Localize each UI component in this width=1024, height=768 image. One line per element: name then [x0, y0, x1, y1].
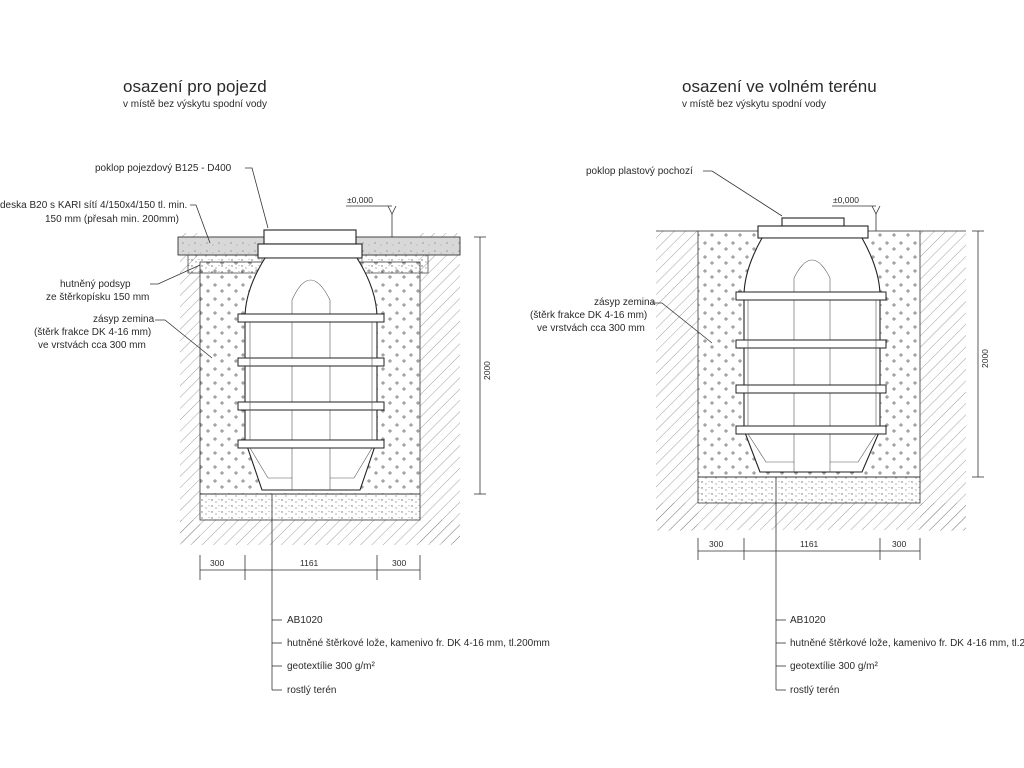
right-drawing: osazení ve volném terénu v místě bez výs…	[530, 77, 1024, 696]
left-gravel-bed	[199, 493, 421, 521]
left-callout-sub-2: ze štěrkopísku 150 mm	[46, 292, 149, 303]
left-callout-fill-2: (štěrk frakce DK 4-16 mm)	[34, 327, 151, 338]
right-callout-lid: poklop plastový pochozí	[586, 166, 693, 177]
right-level-text: ±0,000	[833, 195, 859, 205]
right-height-dim: 2000	[980, 349, 990, 368]
right-callout-fill-1: zásyp zemina	[594, 297, 656, 308]
left-legend-4: rostlý terén	[287, 685, 336, 696]
right-subtitle: v místě bez výskytu spodní vody	[682, 99, 826, 110]
right-callout-fill-2: (štěrk frakce DK 4-16 mm)	[530, 310, 647, 321]
right-gravel-bed	[697, 476, 921, 504]
left-legend-1: AB1020	[287, 615, 323, 626]
right-trench-wall-right	[920, 231, 966, 531]
left-height-dim: 2000	[482, 361, 492, 380]
right-callout-fill-3: ve vrstvách cca 300 mm	[537, 323, 645, 334]
right-legend-1: AB1020	[790, 615, 826, 626]
left-dim-1: 300	[210, 558, 224, 568]
left-level-text: ±0,000	[347, 195, 373, 205]
left-callout-fill-3: ve vrstvách cca 300 mm	[38, 340, 146, 351]
left-callout-sub-1: hutněný podsyp	[60, 279, 131, 290]
left-legend-3: geotextílie 300 g/m²	[287, 661, 375, 672]
left-tank	[237, 229, 385, 491]
left-dim-2: 1161	[300, 558, 319, 568]
right-title: osazení ve volném terénu	[682, 77, 877, 96]
right-legend-2: hutněné štěrkové lože, kamenivo fr. DK 4…	[790, 638, 1024, 649]
left-title: osazení pro pojezd	[123, 77, 267, 96]
left-dim-3: 300	[392, 558, 406, 568]
left-callout-lid: poklop pojezdový B125 - D400	[95, 163, 232, 174]
right-dim-1: 300	[709, 539, 723, 549]
right-legend-3: geotextílie 300 g/m²	[790, 661, 878, 672]
right-dim-3: 300	[892, 539, 906, 549]
left-legend-2: hutněné štěrkové lože, kamenivo fr. DK 4…	[287, 638, 550, 649]
left-trench-wall-left	[180, 233, 200, 543]
right-trench-bottom	[656, 503, 966, 530]
left-callout-fill-1: zásyp zemina	[93, 314, 155, 325]
left-trench-bottom	[180, 520, 460, 545]
left-subtitle: v místě bez výskytu spodní vody	[123, 99, 267, 110]
left-trench-wall-right	[420, 233, 460, 543]
right-tank	[735, 217, 887, 473]
left-drawing: osazení pro pojezd v místě bez výskytu s…	[0, 77, 550, 696]
right-legend-4: rostlý terén	[790, 685, 839, 696]
left-callout-slab-2: 150 mm (přesah min. 200mm)	[45, 214, 179, 225]
right-dim-2: 1161	[800, 539, 819, 549]
left-callout-slab-1: deska B20 s KARI sítí 4/150x4/150 tl. mi…	[0, 200, 187, 211]
right-trench-wall-left	[656, 231, 698, 531]
